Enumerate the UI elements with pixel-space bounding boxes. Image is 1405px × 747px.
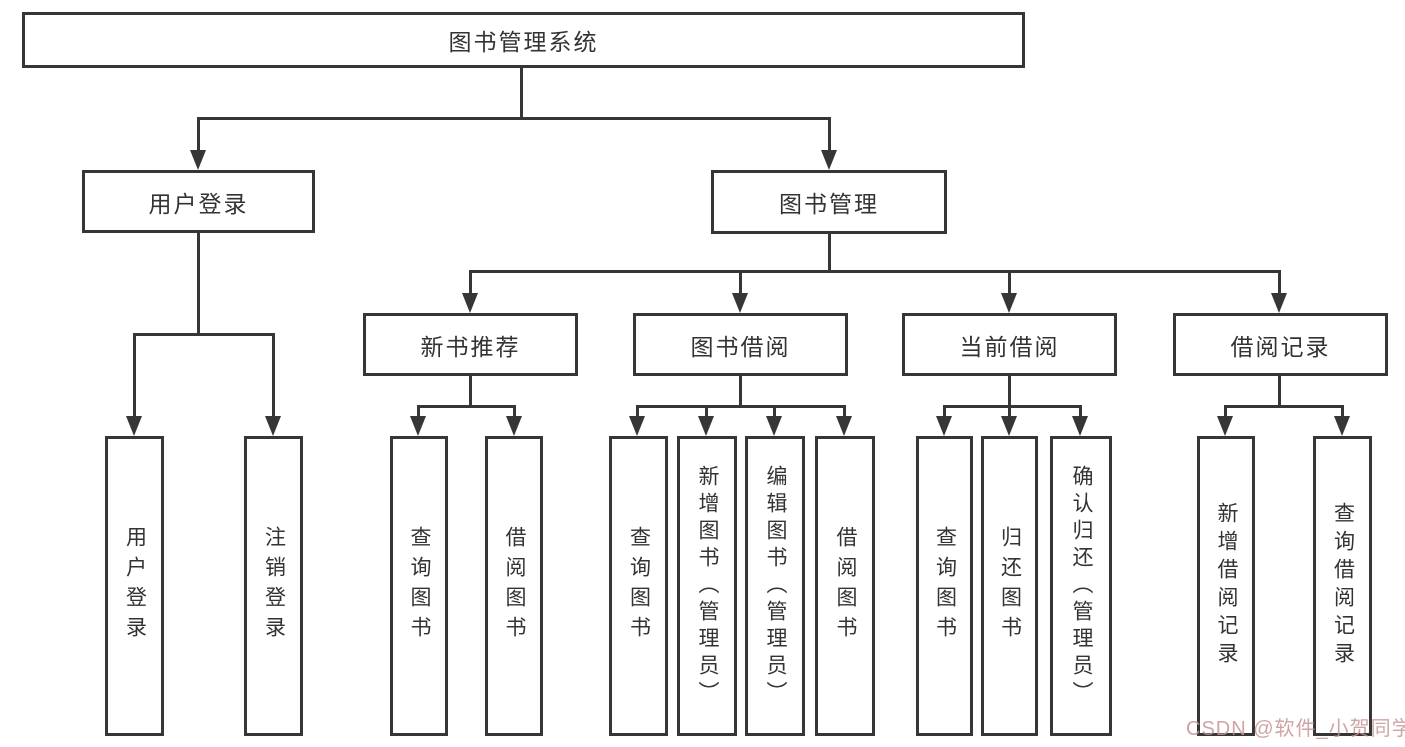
connector-line: [828, 117, 831, 152]
arrow-down-icon: [821, 150, 837, 170]
connector-line: [133, 333, 136, 418]
connector-line: [1341, 405, 1344, 418]
leaf-query-books-recommend: 查询图书: [390, 436, 448, 736]
arrow-down-icon: [1072, 416, 1088, 436]
connector-line: [272, 333, 275, 418]
connector-line: [828, 234, 831, 273]
leaf-query-books-current: 查询图书: [916, 436, 973, 736]
connector-line: [469, 270, 472, 295]
connector-line: [469, 376, 472, 407]
leaf-query-borrow-record: 查询借阅记录: [1313, 436, 1372, 736]
arrow-down-icon: [410, 416, 426, 436]
connector-line: [513, 405, 516, 418]
leaf-borrow-books-recommend: 借阅图书: [485, 436, 543, 736]
leaf-return-books: 归还图书: [981, 436, 1038, 736]
connector-line: [133, 333, 275, 336]
connector-line: [705, 405, 708, 418]
connector-line: [469, 270, 1281, 273]
connector-line: [417, 405, 420, 418]
watermark: CSDN @软件_小贺同学: [1186, 718, 1405, 740]
leaf-edit-books-admin: 编辑图书（管理员）: [745, 436, 805, 736]
arrow-down-icon: [732, 293, 748, 313]
arrow-down-icon: [1001, 416, 1017, 436]
connector-line: [636, 405, 639, 418]
arrow-down-icon: [1271, 293, 1287, 313]
arrow-down-icon: [1217, 416, 1233, 436]
arrow-down-icon: [836, 416, 852, 436]
connector-line: [1008, 405, 1011, 418]
connector-line: [943, 405, 946, 418]
connector-line: [520, 68, 523, 118]
connector-line: [1079, 405, 1082, 418]
arrow-down-icon: [462, 293, 478, 313]
connector-line: [1278, 376, 1281, 407]
node-new-book-recommend: 新书推荐: [363, 313, 578, 376]
connector-line: [1224, 405, 1227, 418]
arrow-down-icon: [936, 416, 952, 436]
leaf-user-login: 用户登录: [105, 436, 164, 736]
node-root: 图书管理系统: [22, 12, 1025, 68]
connector-line: [1278, 270, 1281, 295]
leaf-borrow-books: 借阅图书: [815, 436, 875, 736]
arrow-down-icon: [766, 416, 782, 436]
connector-line: [739, 270, 742, 295]
connector-line: [1008, 270, 1011, 295]
connector-line: [943, 405, 1082, 408]
connector-line: [843, 405, 846, 418]
connector-line: [773, 405, 776, 418]
node-current-borrow: 当前借阅: [902, 313, 1117, 376]
connector-line: [1008, 376, 1011, 407]
connector-line: [197, 117, 830, 120]
connector-line: [197, 233, 200, 336]
arrow-down-icon: [265, 416, 281, 436]
leaf-logout: 注销登录: [244, 436, 303, 736]
arrow-down-icon: [698, 416, 714, 436]
arrow-down-icon: [190, 150, 206, 170]
connector-line: [739, 376, 742, 407]
arrow-down-icon: [126, 416, 142, 436]
arrow-down-icon: [506, 416, 522, 436]
connector-line: [417, 405, 516, 408]
node-borrow-records: 借阅记录: [1173, 313, 1388, 376]
node-user-login: 用户登录: [82, 170, 315, 233]
leaf-add-borrow-record: 新增借阅记录: [1197, 436, 1255, 736]
arrow-down-icon: [629, 416, 645, 436]
arrow-down-icon: [1001, 293, 1017, 313]
node-book-management: 图书管理: [711, 170, 947, 234]
connector-line: [636, 405, 845, 408]
leaf-add-books-admin: 新增图书（管理员）: [677, 436, 737, 736]
node-book-borrow: 图书借阅: [633, 313, 848, 376]
leaf-query-books-borrow: 查询图书: [609, 436, 668, 736]
arrow-down-icon: [1334, 416, 1350, 436]
connector-line: [1224, 405, 1344, 408]
leaf-confirm-return-admin: 确认归还（管理员）: [1050, 436, 1112, 736]
connector-line: [197, 117, 200, 152]
